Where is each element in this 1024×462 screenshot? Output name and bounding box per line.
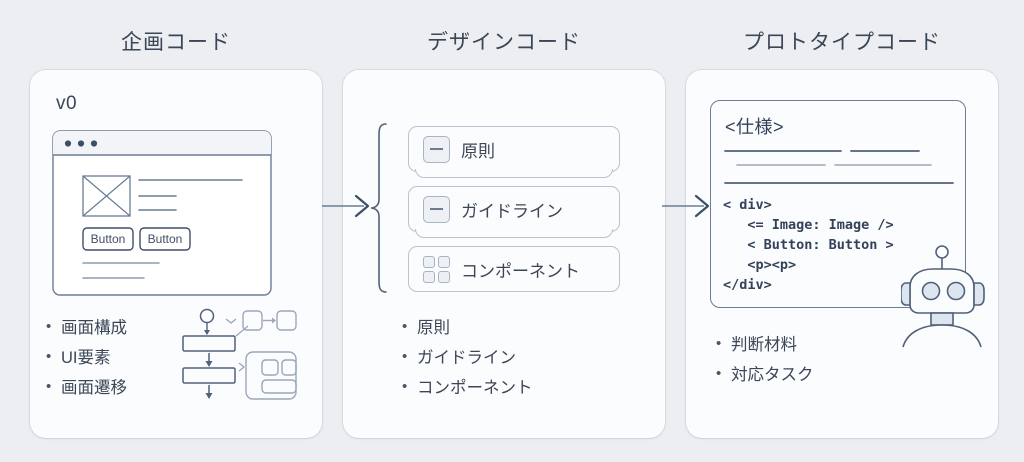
grouping-brace <box>370 123 387 293</box>
prototype-bullet-list: 判断材料 対応タスク <box>716 329 814 390</box>
browser-wireframe-mockup: Button Button <box>52 130 272 296</box>
spec-placeholder-lines <box>724 150 954 184</box>
minus-box-icon <box>423 135 450 163</box>
list-item: 画面構成 <box>46 312 127 343</box>
arrow-design-to-prototype <box>662 194 710 218</box>
design-card-label: コンポーネント <box>461 261 580 281</box>
design-card-components[interactable]: コンポーネント <box>408 246 620 292</box>
column-title-prototype: プロトタイプコード <box>743 31 941 54</box>
spec-title: <仕様> <box>725 117 785 137</box>
flow-sketch-icon <box>182 308 297 400</box>
design-bullet-list: 原則 ガイドライン コンポーネント <box>402 312 533 403</box>
version-label: v0 <box>56 93 78 114</box>
column-title-design: デザインコード <box>427 31 581 54</box>
window-dot-icon <box>90 140 98 147</box>
list-item: ガイドライン <box>402 342 533 373</box>
list-item: UI要素 <box>46 342 127 373</box>
list-item: 対応タスク <box>716 359 814 390</box>
window-dot-icon <box>77 140 85 147</box>
column-title-planning: 企画コード <box>121 31 231 54</box>
list-item: 画面遷移 <box>46 372 127 403</box>
image-placeholder-x <box>82 175 131 217</box>
code-snippet: < div> <= Image: Image /> < Button: Butt… <box>723 197 894 293</box>
list-item: 原則 <box>402 312 533 343</box>
design-card-label: ガイドライン <box>461 201 563 221</box>
planning-bullet-list: 画面構成 UI要素 画面遷移 <box>46 312 127 403</box>
wireframe-button-label-2: Button <box>148 232 183 246</box>
list-item: 判断材料 <box>716 329 814 360</box>
wireframe-button-label-1: Button <box>91 232 126 246</box>
arrow-planning-to-design <box>322 194 370 218</box>
robot-illustration <box>901 245 985 348</box>
grid-four-icon <box>423 255 450 283</box>
wireframe-button <box>82 227 191 251</box>
design-card-label: 原則 <box>461 141 495 161</box>
list-item: コンポーネント <box>402 372 533 403</box>
design-card-guidelines[interactable]: ガイドライン <box>408 186 620 238</box>
design-card-principles[interactable]: 原則 <box>408 126 620 178</box>
minus-box-icon <box>423 195 450 223</box>
window-dot-icon <box>64 140 72 147</box>
